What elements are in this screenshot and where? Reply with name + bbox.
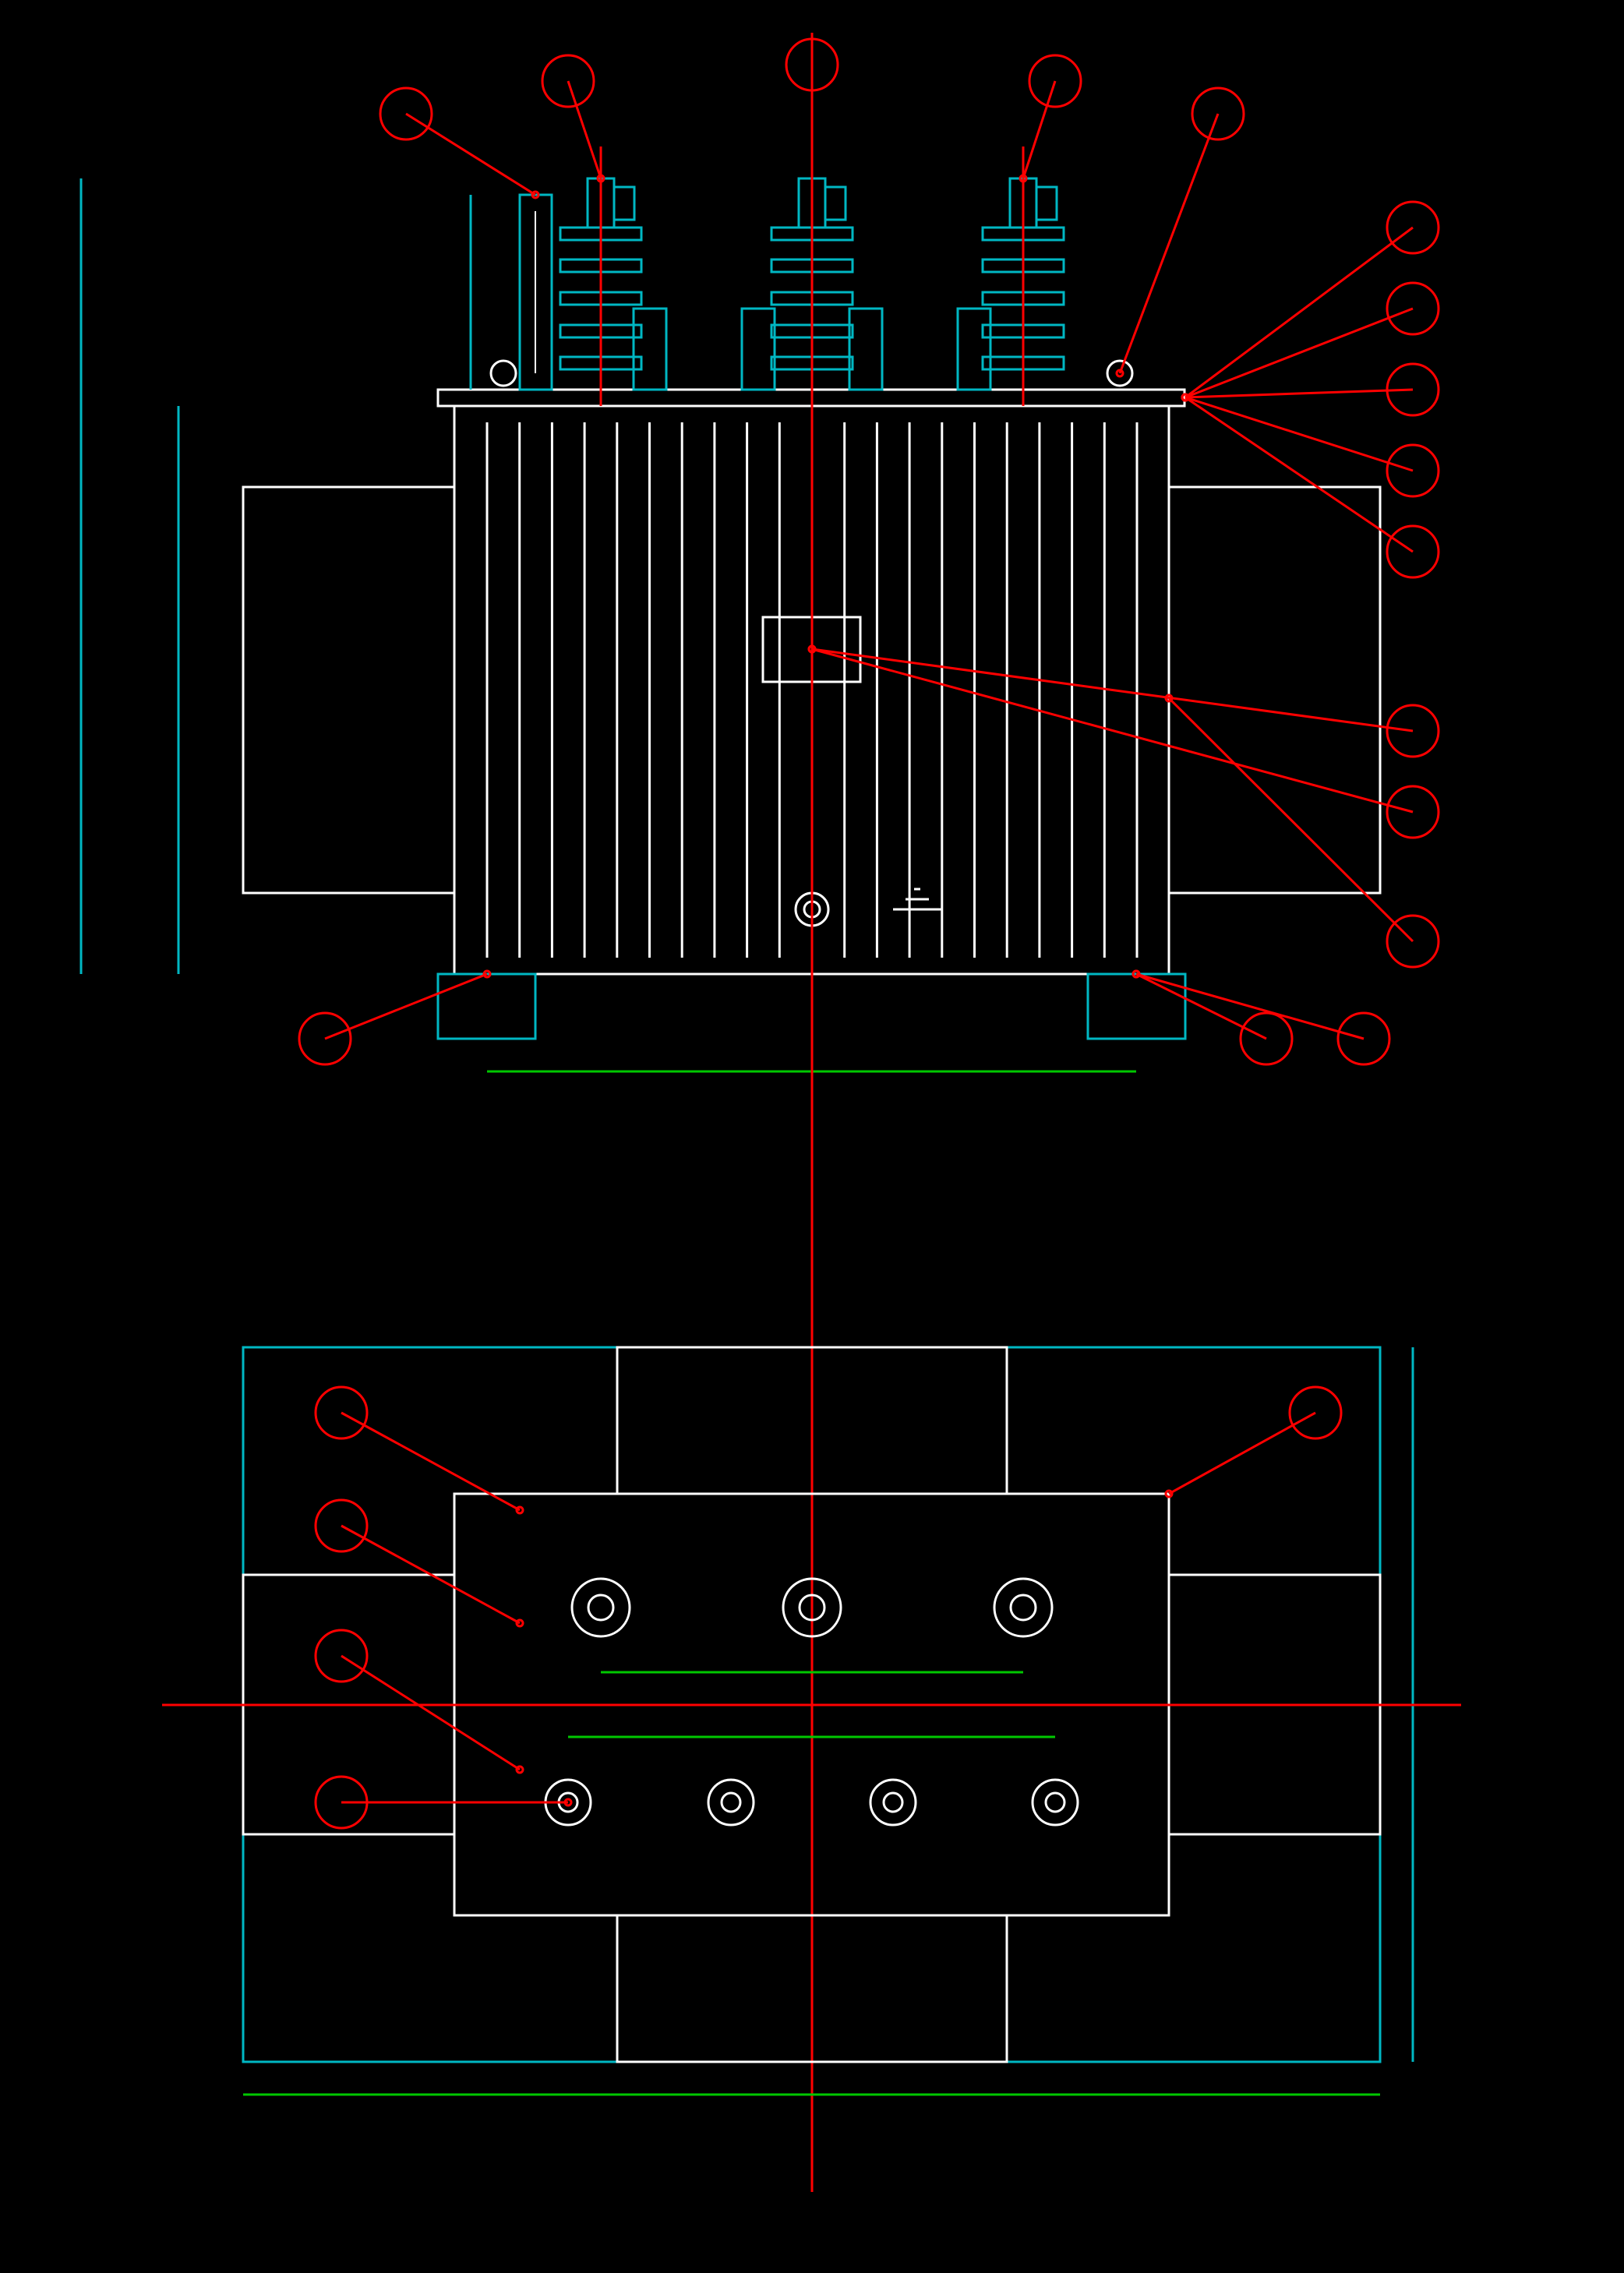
callout-balloon xyxy=(1288,1385,1343,1440)
callout-balloon xyxy=(314,1629,369,1683)
lv-terminal xyxy=(869,1778,917,1827)
callout xyxy=(785,37,839,92)
leader-dot xyxy=(1132,969,1141,979)
leader-dot xyxy=(1019,174,1028,183)
bushing-flange xyxy=(740,307,776,391)
callout-leader xyxy=(1184,396,1414,553)
callout xyxy=(1164,694,1440,969)
callout-balloon xyxy=(1386,914,1440,969)
bushing-clamp xyxy=(1035,185,1058,221)
callout-leader xyxy=(567,80,602,179)
hv-terminal xyxy=(782,1577,842,1638)
callout xyxy=(1115,86,1245,378)
callout xyxy=(1132,969,1391,1066)
callout-balloon xyxy=(379,86,433,141)
bushing-flange xyxy=(848,307,884,391)
leader-dot xyxy=(807,644,817,654)
callout-leader xyxy=(1118,113,1220,374)
callout-balloon xyxy=(1386,281,1440,336)
callout-balloon xyxy=(1386,524,1440,579)
callout-leader xyxy=(1022,80,1057,179)
callout xyxy=(314,1498,524,1628)
callout-balloon xyxy=(1386,443,1440,498)
callout-leader xyxy=(341,1654,521,1771)
oil-filler-cap xyxy=(489,359,517,387)
lv-terminal-core xyxy=(720,1791,742,1813)
leader-dot xyxy=(1164,1489,1174,1498)
leader-dot xyxy=(563,1798,573,1807)
hv-terminal-core xyxy=(1009,1594,1037,1622)
callout xyxy=(314,1385,524,1515)
callout-balloon xyxy=(314,1385,369,1440)
callout-balloon xyxy=(1386,704,1440,758)
hv-terminal-core xyxy=(798,1594,826,1622)
bushing xyxy=(559,146,668,406)
callout-balloons xyxy=(298,37,1440,1830)
callout-leader xyxy=(811,648,1414,732)
tap-changer-housing xyxy=(518,193,553,391)
hv-terminal xyxy=(570,1577,631,1638)
callout-balloon xyxy=(314,1498,369,1553)
hv-terminal-core xyxy=(587,1594,615,1622)
hv-terminal xyxy=(993,1577,1054,1638)
lv-terminal xyxy=(1031,1778,1079,1827)
callout xyxy=(1181,393,1440,579)
callout-balloon xyxy=(1191,86,1245,141)
bushing-clamp xyxy=(613,185,636,221)
front-elevation-view xyxy=(79,146,1382,1073)
callout-balloon xyxy=(1386,362,1440,417)
leader-dot xyxy=(515,1618,524,1628)
callout-balloon xyxy=(1239,1011,1294,1066)
lv-terminal-core xyxy=(882,1791,904,1813)
callout xyxy=(379,86,540,199)
callout xyxy=(807,644,1440,839)
callout-leader xyxy=(1168,1411,1316,1495)
callout-leader xyxy=(811,648,1414,814)
bushing-flange xyxy=(956,307,992,391)
pressure-relief-valve xyxy=(1106,359,1134,387)
callout-balloon xyxy=(785,37,839,92)
callout-leader xyxy=(324,972,488,1040)
leader-dot xyxy=(515,1765,524,1774)
lv-terminal xyxy=(707,1778,755,1827)
callout-balloon xyxy=(1386,200,1440,255)
callout xyxy=(298,969,492,1066)
callout-balloon xyxy=(1336,1011,1391,1066)
tank-fins xyxy=(485,422,1139,958)
callout-balloon xyxy=(298,1011,352,1066)
callout-leader xyxy=(1184,396,1414,472)
plan-view xyxy=(162,1346,1461,2096)
callout xyxy=(1019,54,1082,183)
callout-balloon xyxy=(314,1775,369,1830)
callout-leader xyxy=(1184,226,1414,399)
callout-balloon xyxy=(1386,785,1440,839)
callout xyxy=(314,1775,573,1830)
callout-leader xyxy=(341,1411,521,1512)
leader-dot xyxy=(515,1505,524,1515)
callout-balloon xyxy=(1028,54,1082,108)
leader-dot xyxy=(596,174,605,183)
leader-dot xyxy=(531,190,540,199)
callout-leader xyxy=(1135,972,1267,1040)
leader-dot xyxy=(1115,369,1124,378)
bushing-flange xyxy=(632,307,668,391)
lv-terminal-core xyxy=(1044,1791,1066,1813)
callout-leader xyxy=(341,1524,521,1625)
leader-dot xyxy=(482,969,492,979)
callout-leader xyxy=(1184,307,1414,399)
callout-balloon xyxy=(541,54,595,108)
callout xyxy=(314,1629,524,1774)
ground-symbol xyxy=(893,888,941,911)
leader-dot xyxy=(1181,393,1190,402)
bushing xyxy=(956,146,1065,406)
callout-leader xyxy=(1135,972,1365,1040)
callout xyxy=(541,54,605,183)
plan-terminals xyxy=(544,1577,1079,1827)
callout-leader xyxy=(1167,697,1414,943)
callout-leader xyxy=(1184,388,1414,399)
bushing-clamp xyxy=(824,185,847,221)
callout xyxy=(1164,1385,1343,1498)
leader-dot xyxy=(1164,694,1174,703)
